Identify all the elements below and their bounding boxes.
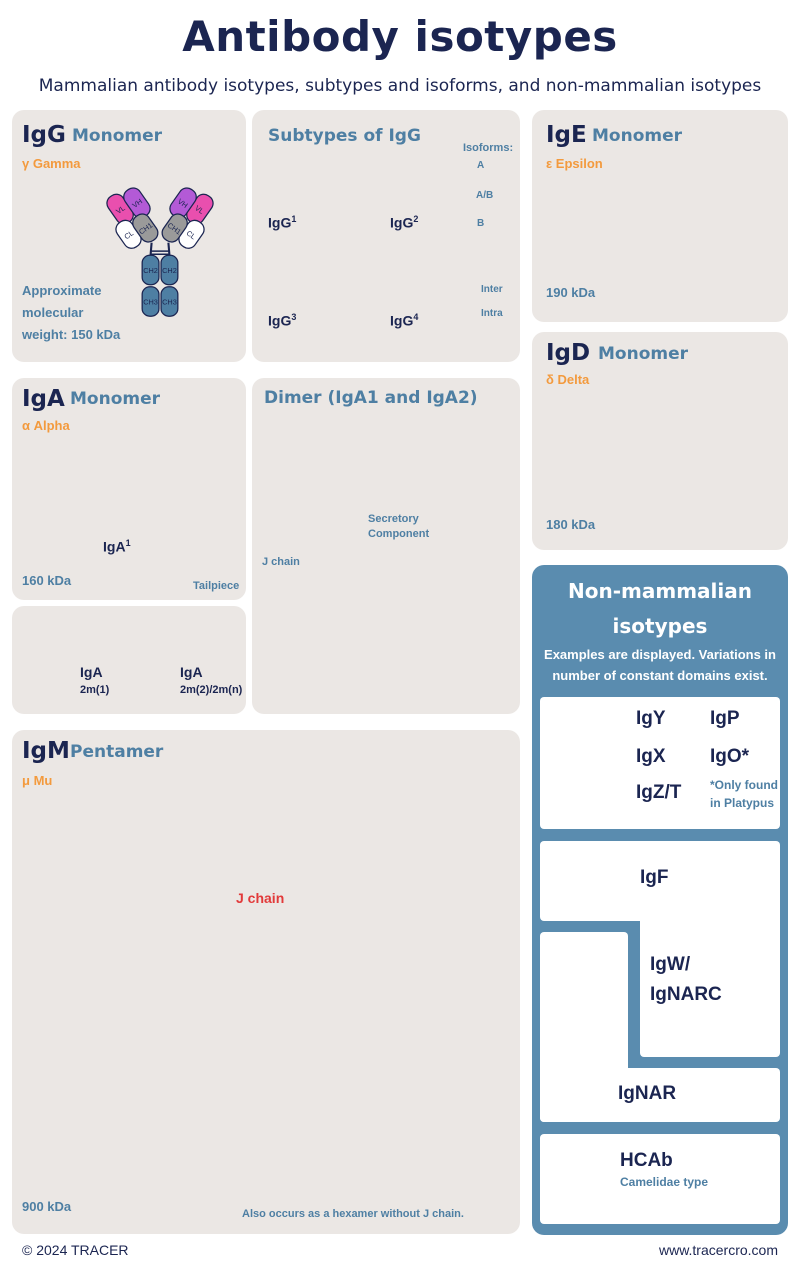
igg-form: Monomer xyxy=(72,126,163,146)
igd-weight: 180 kDa xyxy=(546,517,596,532)
igm-j-chain-label: J chain xyxy=(236,890,285,906)
dimer-title: Dimer (IgA1 and IgA2) xyxy=(264,388,478,408)
igg2-label: IgG2 xyxy=(390,214,419,231)
page-subtitle: Mammalian antibody isotypes, subtypes an… xyxy=(38,76,762,96)
igd-title: IgD xyxy=(546,340,591,366)
camelidae-label: Camelidae type xyxy=(620,1175,709,1189)
ignar-label: IgNAR xyxy=(618,1083,677,1104)
subtypes-panel xyxy=(252,110,520,362)
igg1-label: IgG1 xyxy=(268,214,297,231)
igf-label: IgF xyxy=(640,867,669,888)
ige-title: IgE xyxy=(546,122,587,148)
ige-panel xyxy=(532,110,788,322)
igm-weight: 900 kDa xyxy=(22,1199,72,1214)
j-chain-label: J chain xyxy=(262,556,300,568)
igg4-label: IgG4 xyxy=(390,312,419,329)
domain-label: CH2 xyxy=(162,266,177,275)
domain-shape xyxy=(160,286,179,317)
igzt-label: IgZ/T xyxy=(636,782,682,803)
domain-shape xyxy=(141,254,160,286)
igd-greek: δ Delta xyxy=(546,372,590,387)
tailpiece-label: Tailpiece xyxy=(193,580,240,592)
domain: CH2 xyxy=(141,254,160,286)
domain-shape xyxy=(160,254,179,286)
domain-label: CL xyxy=(122,228,135,241)
iga-title: IgA xyxy=(22,386,65,412)
domain: CH3 xyxy=(141,286,160,317)
igm-title: IgM xyxy=(22,738,70,764)
page-title: Antibody isotypes xyxy=(182,12,618,61)
iga-greek: α Alpha xyxy=(22,418,70,433)
iga2-panel xyxy=(12,606,246,714)
isoforms-label: Isoforms: xyxy=(463,142,514,154)
iga-weight: 160 kDa xyxy=(22,573,72,588)
ige-weight: 190 kDa xyxy=(546,285,596,300)
intra-label: Intra xyxy=(481,308,503,319)
igg-greek: γ Gamma xyxy=(22,156,81,171)
copyright: © 2024 TRACER xyxy=(22,1242,129,1258)
igx-label: IgX xyxy=(636,746,666,767)
igg-weight: Approximate molecular weight: 150 kDa xyxy=(22,283,121,342)
domain-label: CH3 xyxy=(162,298,177,307)
domain-shape xyxy=(161,213,188,243)
domain: CL xyxy=(178,219,205,249)
igm-form: Pentamer xyxy=(70,742,164,762)
chain-link xyxy=(167,242,171,256)
iga2m1-label: IgA xyxy=(80,664,103,680)
igo-label: IgO* xyxy=(710,746,750,767)
domain-label: VL xyxy=(193,203,206,216)
domain: CH1 xyxy=(132,213,159,243)
domain-label: VL xyxy=(114,203,127,216)
igy-label: IgY xyxy=(636,708,666,729)
igg-title: IgG xyxy=(22,122,66,148)
igp-label: IgP xyxy=(710,708,740,729)
igy-box xyxy=(540,697,780,829)
isoform-b: B xyxy=(477,218,485,229)
igm-greek: μ Mu xyxy=(22,773,53,788)
iga1-label: IgA1 xyxy=(103,538,131,555)
domain-shape xyxy=(132,213,159,243)
inter-label: Inter xyxy=(481,284,503,295)
ige-greek: ε Epsilon xyxy=(546,156,603,171)
subtypes-title: Subtypes of IgG xyxy=(268,126,421,146)
iga-form: Monomer xyxy=(70,389,161,409)
domain-label: CH3 xyxy=(143,298,158,307)
igd-panel xyxy=(532,332,788,550)
igm-note: Also occurs as a hexamer without J chain… xyxy=(242,1208,464,1220)
iga-panel xyxy=(12,378,246,600)
igw-label: IgW/IgNARC xyxy=(650,954,722,1005)
domain-shape xyxy=(141,286,160,317)
ignar-box-lower xyxy=(540,1068,780,1122)
domain: CH1 xyxy=(161,213,188,243)
igd-form: Monomer xyxy=(598,344,689,364)
hcab-label: HCAb xyxy=(620,1150,673,1171)
dimer-panel xyxy=(252,378,520,714)
website-link[interactable]: www.tracercro.com xyxy=(658,1242,778,1258)
ige-form: Monomer xyxy=(592,126,683,146)
iga2m2-label: IgA xyxy=(180,664,203,680)
igg3-label: IgG3 xyxy=(268,312,297,329)
igm-panel xyxy=(12,730,520,1234)
domain: CH3 xyxy=(160,286,179,317)
hcab-box xyxy=(540,1134,780,1224)
igw-box xyxy=(640,841,780,1057)
iga2m2-note: 2m(2)/2m(n) xyxy=(180,684,243,696)
domain: VH xyxy=(123,187,151,219)
domain: CH2 xyxy=(160,254,179,286)
isoform-ab: A/B xyxy=(476,190,494,201)
chain-link xyxy=(149,242,153,256)
iga2m1-note: 2m(1) xyxy=(80,684,110,696)
isoform-a: A xyxy=(477,160,485,171)
domain-label: CH2 xyxy=(143,266,158,275)
domain-label: CL xyxy=(185,228,198,241)
